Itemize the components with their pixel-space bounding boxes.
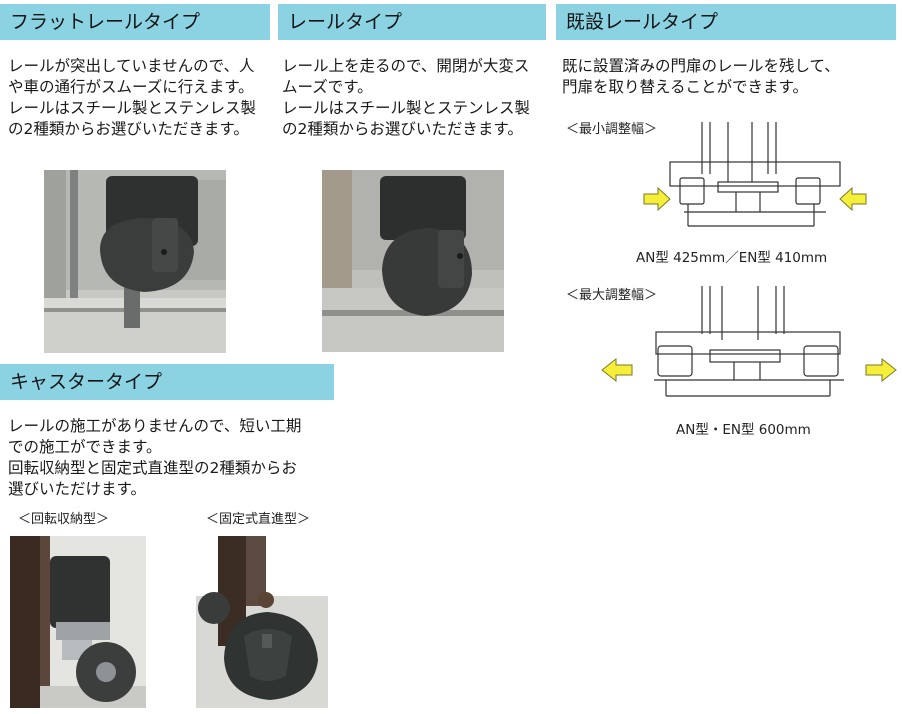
min-adjust-diagram (640, 122, 870, 230)
fixed-caster-photo (196, 536, 328, 708)
rail-line: の2種類からお選びいただきます。 (282, 120, 523, 138)
caster-line: レールの施工がありませんので、短い工期 (8, 417, 302, 435)
existing-rail-description: 既に設置済みの門扉のレールを残して、 門扉を取り替えることができます。 (562, 56, 840, 98)
min-adjust-label: ＜最小調整幅＞ (566, 122, 658, 137)
flat-rail-description: レールが突出していませんので、人 や車の通行がスムーズに行えます。 レールはスチ… (8, 56, 256, 140)
fixed-type-label: ＜固定式直進型＞ (206, 512, 311, 527)
flat-rail-line: レールはスチール製とステンレス製 (8, 99, 257, 117)
rail-line: ムーズです。 (282, 78, 373, 96)
caster-description: レールの施工がありませんので、短い工期 での施工ができます。 回転収納型と固定式… (8, 416, 301, 500)
flat-rail-title: フラットレールタイプ (10, 11, 201, 33)
caster-header: キャスタータイプ (0, 364, 334, 400)
rail-header: レールタイプ (278, 4, 546, 40)
existing-rail-line: 門扉を取り替えることができます。 (562, 78, 808, 96)
caster-line: 選びいただけます。 (8, 480, 146, 498)
rail-line: レール上を走るので、開閉が大変ス (282, 57, 530, 75)
caster-line: 回転収納型と固定式直進型の2種類からお (8, 459, 297, 477)
flat-rail-line: レールが突出していませんので、人 (8, 57, 255, 75)
flat-rail-line: の2種類からお選びいただきます。 (8, 120, 249, 138)
rail-line: レールはスチール製とステンレス製 (282, 99, 531, 117)
rail-title: レールタイプ (288, 11, 403, 33)
flat-rail-line: や車の通行がスムーズに行えます。 (8, 78, 254, 96)
flat-rail-photo (44, 170, 226, 353)
max-adjust-diagram (598, 286, 900, 406)
existing-rail-title: 既設レールタイプ (566, 11, 719, 33)
caster-line: での施工ができます。 (8, 438, 162, 456)
existing-rail-line: 既に設置済みの門扉のレールを残して、 (562, 57, 840, 75)
min-adjust-caption: AN型 425mm／EN型 410mm (636, 250, 828, 266)
caster-title: キャスタータイプ (10, 371, 163, 393)
flat-rail-header: フラットレールタイプ (0, 4, 270, 40)
max-adjust-label: ＜最大調整幅＞ (566, 288, 658, 303)
existing-rail-header: 既設レールタイプ (556, 4, 896, 40)
rotary-caster-photo (10, 536, 146, 708)
rotary-type-label: ＜回転収納型＞ (18, 512, 110, 527)
max-adjust-caption: AN型・EN型 600mm (676, 422, 811, 438)
rail-description: レール上を走るので、開閉が大変ス ムーズです。 レールはスチール製とステンレス製… (282, 56, 530, 140)
rail-photo (322, 170, 504, 352)
